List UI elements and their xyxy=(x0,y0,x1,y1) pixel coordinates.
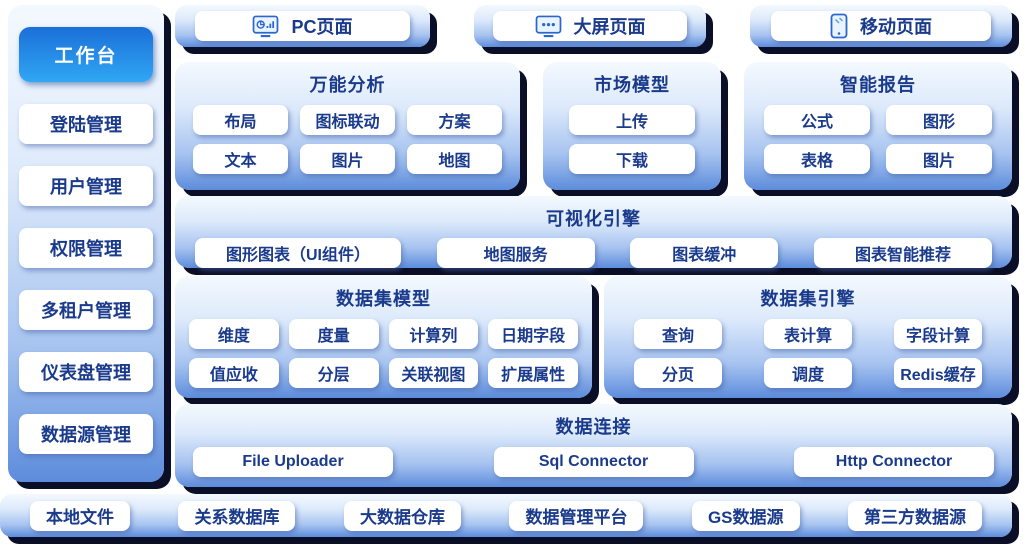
sidebar-item-workbench[interactable]: 工作台 xyxy=(19,27,153,82)
chip-table-calc[interactable]: 表计算 xyxy=(764,319,852,349)
tab-label: 移动页面 xyxy=(859,17,932,37)
chip-grid: 布局 图标联动 方案 文本 图片 地图 xyxy=(175,104,520,175)
section-title: 万能分析 xyxy=(309,75,386,95)
mobile-phone-icon xyxy=(830,13,848,39)
chip-grid: File Uploader Sql Connector Http Connect… xyxy=(175,446,1012,478)
sidebar-item-datasource-mgmt[interactable]: 数据源管理 xyxy=(19,414,153,454)
data-sources-strip: 本地文件 关系数据库 大数据仓库 数据管理平台 GS数据源 第三方数据源 xyxy=(0,494,1012,537)
section-title: 市场模型 xyxy=(594,75,670,95)
chip-grid: 公式 图形 表格 图片 xyxy=(744,104,1012,175)
chip-text[interactable]: 文本 xyxy=(193,144,288,174)
tab-pc-page[interactable]: PC页面 xyxy=(195,11,410,41)
chip-map-service[interactable]: 地图服务 xyxy=(436,238,595,268)
sidebar-item-permission-mgmt[interactable]: 权限管理 xyxy=(19,228,153,268)
sidebar-item-user-mgmt[interactable]: 用户管理 xyxy=(19,166,153,206)
chip-dimension[interactable]: 维度 xyxy=(189,319,279,349)
page-type-tabs: PC页面 大屏页面 移动 xyxy=(175,5,1012,47)
sidebar-item-login-mgmt[interactable]: 登陆管理 xyxy=(19,104,153,144)
chip-grid: 上传 下载 xyxy=(543,104,721,175)
chip-calc-column[interactable]: 计算列 xyxy=(388,319,479,349)
section-universal-analysis: 万能分析 布局 图标联动 方案 文本 图片 地图 xyxy=(175,62,520,190)
tab-strip-bigscreen: 大屏页面 xyxy=(474,5,706,47)
chip-map[interactable]: 地图 xyxy=(407,144,502,174)
chip-field-calc[interactable]: 字段计算 xyxy=(894,319,982,349)
chip-upload[interactable]: 上传 xyxy=(569,105,695,135)
chip-scheme[interactable]: 方案 xyxy=(407,105,502,135)
section-title: 可视化引擎 xyxy=(546,209,641,229)
section-title: 数据集模型 xyxy=(336,289,431,309)
chip-query[interactable]: 查询 xyxy=(634,319,722,349)
section-title: 数据集引擎 xyxy=(760,289,856,309)
chip-table[interactable]: 表格 xyxy=(764,144,870,174)
chip-thirdparty-datasource[interactable]: 第三方数据源 xyxy=(847,500,982,531)
chip-value-receivable[interactable]: 值应收 xyxy=(189,358,279,388)
section-visualization-engine: 可视化引擎 图形图表（UI组件） 地图服务 图表缓冲 图表智能推荐 xyxy=(175,196,1012,268)
sidebar-item-tenant-mgmt[interactable]: 多租户管理 xyxy=(19,290,153,330)
tab-strip-mobile: 移动页面 xyxy=(750,5,1012,47)
chip-graphic[interactable]: 图形 xyxy=(886,105,992,135)
chip-image[interactable]: 图片 xyxy=(300,144,395,174)
chip-download[interactable]: 下载 xyxy=(569,144,695,174)
chip-grid: 图形图表（UI组件） 地图服务 图表缓冲 图表智能推荐 xyxy=(175,238,1012,268)
big-screen-dots-icon xyxy=(535,15,561,37)
chip-extended-attr[interactable]: 扩展属性 xyxy=(488,358,578,388)
section-dataset-engine: 数据集引擎 查询 表计算 字段计算 分页 调度 Redis缓存 xyxy=(604,276,1012,398)
chip-gs-datasource[interactable]: GS数据源 xyxy=(691,500,800,531)
chip-redis-cache[interactable]: Redis缓存 xyxy=(894,358,982,388)
chip-measure[interactable]: 度量 xyxy=(288,319,379,349)
section-smart-report: 智能报告 公式 图形 表格 图片 xyxy=(744,62,1012,190)
chip-pagination[interactable]: 分页 xyxy=(634,358,722,388)
chip-sql-connector[interactable]: Sql Connector xyxy=(493,447,694,477)
tab-label: PC页面 xyxy=(291,17,353,37)
tab-strip-pc: PC页面 xyxy=(175,5,430,47)
chip-linked-view[interactable]: 关联视图 xyxy=(388,358,479,388)
section-data-connection: 数据连接 File Uploader Sql Connector Http Co… xyxy=(175,404,1012,487)
chip-big-data-warehouse[interactable]: 大数据仓库 xyxy=(343,500,461,531)
chip-grid: 维度 度量 计算列 日期字段 值应收 分层 关联视图 扩展属性 xyxy=(175,318,592,389)
section-market-model: 市场模型 上传 下载 xyxy=(543,62,721,190)
chip-picture[interactable]: 图片 xyxy=(886,144,992,174)
chip-data-mgmt-platform[interactable]: 数据管理平台 xyxy=(509,500,644,531)
row-dataset: 数据集模型 维度 度量 计算列 日期字段 值应收 分层 关联视图 扩展属性 数据… xyxy=(175,276,1012,398)
section-dataset-model: 数据集模型 维度 度量 计算列 日期字段 值应收 分层 关联视图 扩展属性 xyxy=(175,276,592,398)
tab-bigscreen-page[interactable]: 大屏页面 xyxy=(492,11,688,41)
chip-file-uploader[interactable]: File Uploader xyxy=(193,447,393,477)
sidebar-item-dashboard-mgmt[interactable]: 仪表盘管理 xyxy=(19,352,153,392)
row-analysis-market-report: 万能分析 布局 图标联动 方案 文本 图片 地图 市场模型 上传 下载 智能报告… xyxy=(175,62,1012,190)
chip-date-field[interactable]: 日期字段 xyxy=(488,319,578,349)
chip-smart-recommend[interactable]: 图表智能推荐 xyxy=(813,238,992,268)
chip-chart-linkage[interactable]: 图标联动 xyxy=(300,105,395,135)
pc-monitor-chart-icon xyxy=(253,15,279,37)
chip-hierarchy[interactable]: 分层 xyxy=(288,358,379,388)
chip-chart-buffer[interactable]: 图表缓冲 xyxy=(630,238,779,268)
chip-http-connector[interactable]: Http Connector xyxy=(794,447,994,477)
chip-grid: 查询 表计算 字段计算 分页 调度 Redis缓存 xyxy=(604,318,1012,389)
chip-formula[interactable]: 公式 xyxy=(764,105,870,135)
chip-relational-db[interactable]: 关系数据库 xyxy=(178,500,296,531)
tab-mobile-page[interactable]: 移动页面 xyxy=(770,11,992,41)
chip-local-file[interactable]: 本地文件 xyxy=(30,500,130,531)
chip-scheduling[interactable]: 调度 xyxy=(764,358,852,388)
tab-label: 大屏页面 xyxy=(573,17,646,37)
chip-layout[interactable]: 布局 xyxy=(193,105,288,135)
section-title: 数据连接 xyxy=(555,417,632,437)
chip-ui-charts[interactable]: 图形图表（UI组件） xyxy=(195,238,401,268)
sidebar: 工作台 登陆管理 用户管理 权限管理 多租户管理 仪表盘管理 数据源管理 xyxy=(8,5,164,482)
section-title: 智能报告 xyxy=(840,75,916,95)
